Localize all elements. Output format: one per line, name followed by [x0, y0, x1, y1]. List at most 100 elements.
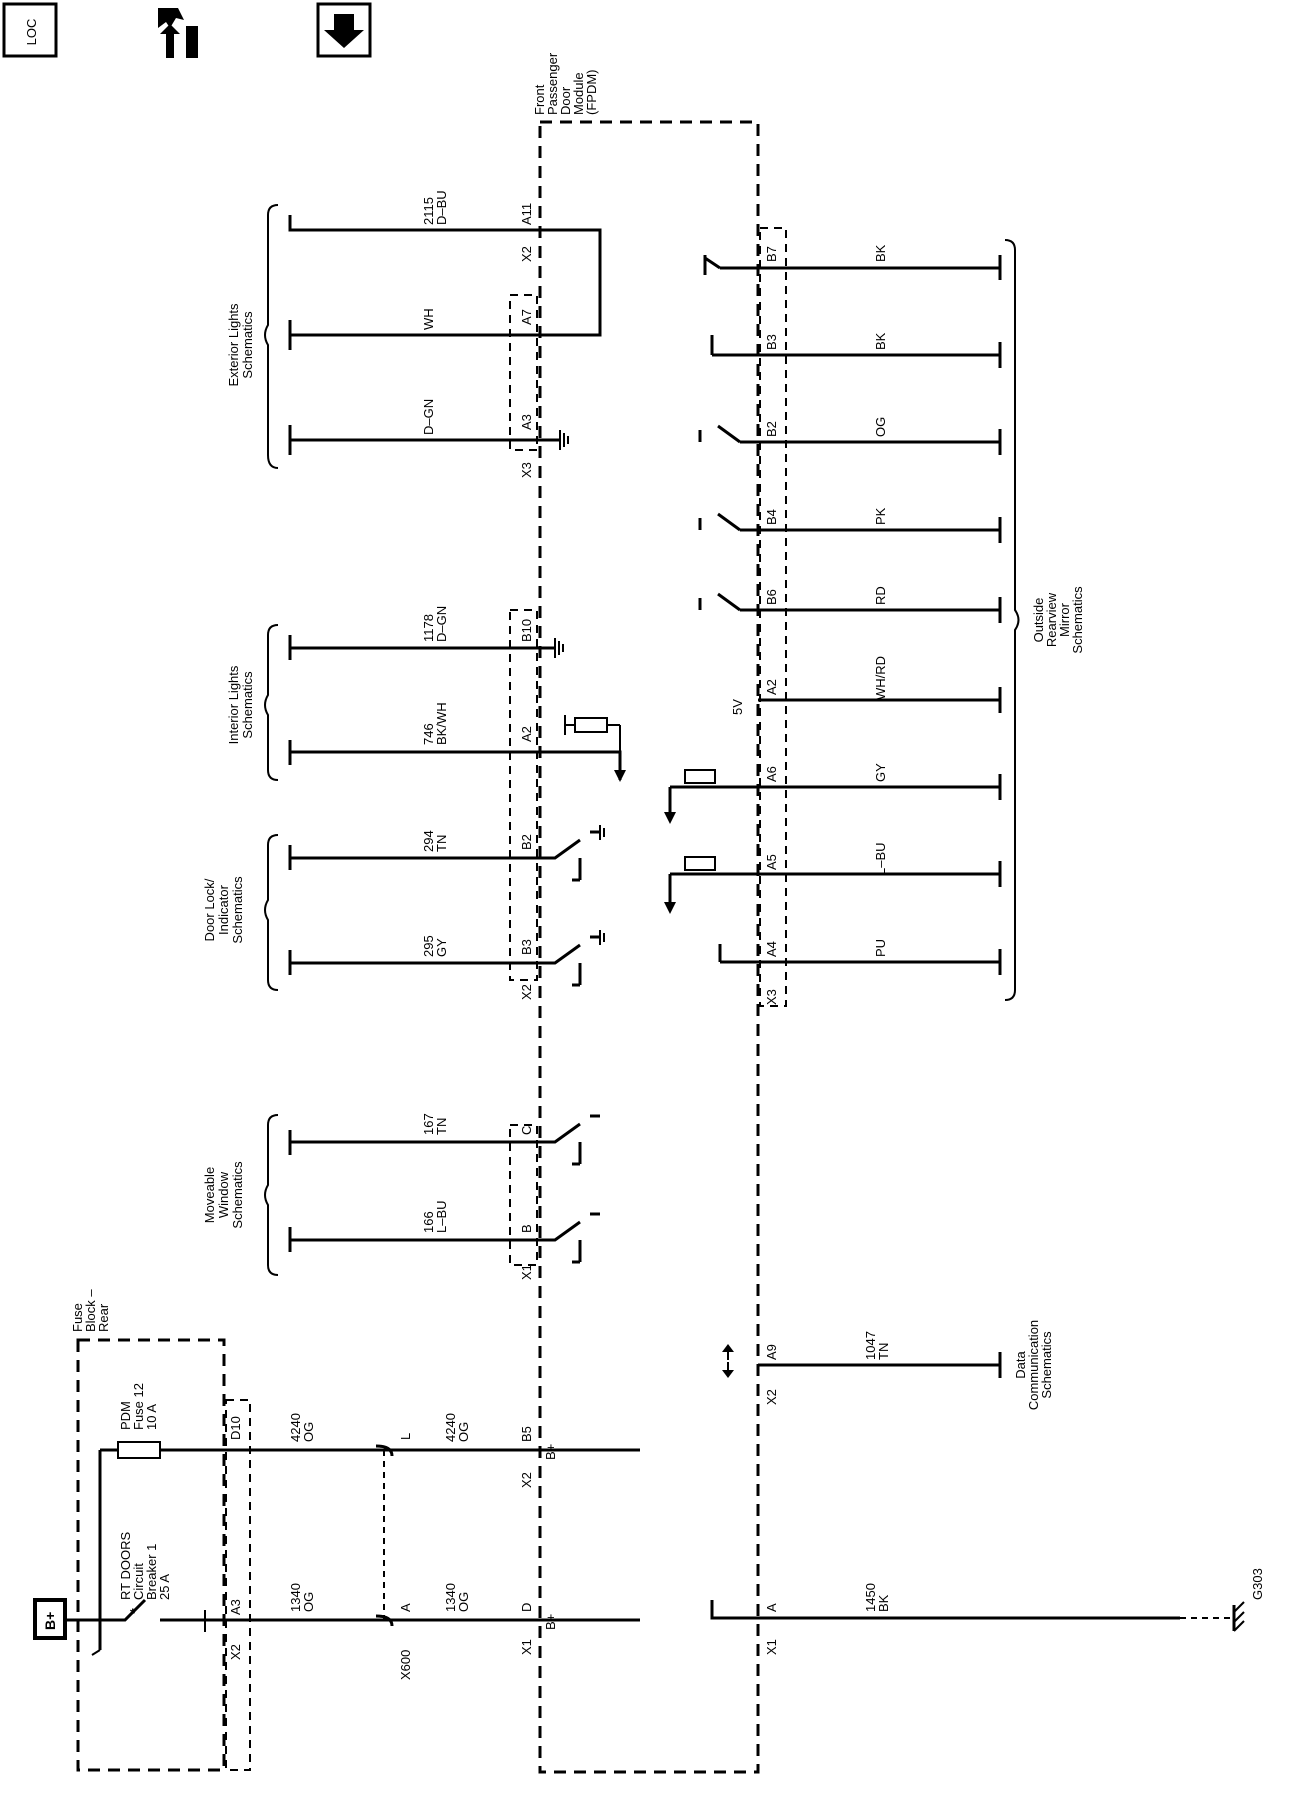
battery-terminal: B+	[33, 1598, 67, 1640]
wire-b6	[698, 592, 1002, 623]
wire-a5	[668, 861, 1002, 910]
connector-box-c-b	[509, 1124, 538, 1266]
circuit-4240-a: 4240	[288, 1413, 303, 1442]
pin-a5: A5	[764, 854, 779, 870]
connector-x2-fuse: X2	[228, 1644, 243, 1660]
breaker-star: *	[130, 1605, 136, 1621]
color-wh: WH	[421, 308, 436, 330]
pin-a11: A11	[519, 203, 534, 225]
svg-text:Schematics: Schematics	[230, 1161, 245, 1229]
svg-text:Moveable: Moveable	[202, 1167, 217, 1223]
svg-text:Module: Module	[571, 72, 586, 115]
circuit-295: 295	[421, 935, 436, 957]
fuse-block-label: Fuse Block – Rear	[70, 1289, 111, 1332]
circuit-294: 294	[421, 830, 436, 852]
svg-text:RT DOORS: RT DOORS	[118, 1532, 133, 1600]
svg-text:B+: B+	[42, 1612, 58, 1630]
color-l-bu: L–BU	[873, 842, 888, 875]
circuit-167: 167	[421, 1113, 436, 1135]
svg-text:TN: TN	[876, 1343, 891, 1360]
svg-text:Interior Lights: Interior Lights	[226, 665, 241, 744]
pin-b4: B4	[764, 509, 779, 525]
pin-d: D	[519, 1603, 534, 1612]
fuse-connector-box	[225, 1399, 251, 1771]
svg-text:Schematics: Schematics	[240, 671, 255, 739]
fpdm-module-box	[538, 120, 760, 1774]
circuit-166: 166	[421, 1211, 436, 1233]
supply-b-plus-2: B+	[543, 1614, 558, 1630]
svg-text:10 A: 10 A	[144, 1404, 159, 1430]
svg-text:Door Lock/: Door Lock/	[202, 878, 217, 941]
pin-a3-fuse: A3	[228, 1599, 243, 1615]
door-lock-group-label: Door Lock/ Indicator Schematics	[202, 876, 245, 944]
wire-1178	[288, 635, 555, 660]
svg-text:L–BU: L–BU	[434, 1200, 449, 1233]
svg-text:Schematics: Schematics	[240, 311, 255, 379]
circuit-1047: 1047	[863, 1331, 878, 1360]
wire-b2	[698, 424, 1002, 455]
svg-text:TN: TN	[434, 1118, 449, 1135]
pin-a4: A4	[764, 941, 779, 957]
pin-b7: B7	[764, 246, 779, 262]
pin-a7: A7	[519, 309, 534, 325]
pin-a6: A6	[764, 766, 779, 782]
svg-text:Fuse: Fuse	[70, 1303, 85, 1332]
svg-text:BK/WH: BK/WH	[434, 702, 449, 745]
svg-text:Block –: Block –	[83, 1289, 98, 1332]
connector-x3-right: X3	[764, 989, 779, 1005]
wire-a2	[758, 687, 1002, 713]
window-group-label: Moveable Window Schematics	[202, 1161, 245, 1229]
pin-b2-left: B2	[519, 834, 534, 850]
svg-text:Schematics: Schematics	[1070, 586, 1085, 654]
wire-295	[288, 935, 600, 987]
connector-x2-top: X2	[519, 246, 534, 262]
wire-breaker	[100, 1598, 640, 1622]
down-arrow-icon[interactable]	[316, 2, 372, 58]
svg-text:25 A: 25 A	[157, 1574, 172, 1600]
svg-text:D–GN: D–GN	[434, 606, 449, 642]
fuse-block-box	[76, 1338, 226, 1772]
resistor-pullup	[564, 715, 621, 752]
svg-text:Fuse 12: Fuse 12	[131, 1383, 146, 1430]
circuit-1450: 1450	[863, 1583, 878, 1612]
connector-box-a7-a3	[509, 294, 538, 451]
wire-746	[288, 740, 622, 780]
connector-x1-ground: X1	[764, 1639, 779, 1655]
svg-text:BK: BK	[876, 1594, 891, 1612]
connector-x1-mid: X1	[519, 1264, 534, 1280]
wire-167	[288, 1114, 600, 1166]
svg-text:TN: TN	[434, 835, 449, 852]
bracket-exterior	[264, 204, 279, 469]
wire-2115-loop	[288, 215, 602, 337]
color-bk-1: BK	[873, 244, 888, 262]
location-icon[interactable]: LOC	[2, 2, 58, 58]
circuit-746: 746	[421, 723, 436, 745]
circuit-2115: 2115	[421, 197, 436, 225]
connector-x1-power: X1	[519, 1639, 534, 1655]
mirror-group-label: Outside Rearview Mirror Schematics	[1031, 586, 1085, 654]
pin-b2-right: B2	[764, 421, 779, 437]
connector-box-right	[759, 227, 787, 1007]
bracket-interior	[264, 624, 279, 781]
connector-x2-power: X2	[519, 1472, 534, 1488]
color-pu: PU	[873, 939, 888, 957]
pin-b: B	[519, 1224, 534, 1233]
reference-5v: 5V	[730, 699, 745, 715]
svg-text:Data: Data	[1013, 1351, 1028, 1379]
wire-166	[288, 1212, 600, 1264]
arrow-icon	[664, 812, 676, 914]
svg-text:OG: OG	[301, 1422, 316, 1442]
svg-text:OG: OG	[301, 1592, 316, 1612]
color-og: OG	[873, 417, 888, 437]
pin-b5: B5	[519, 1426, 534, 1442]
breaker-terminals	[91, 1610, 206, 1656]
service-info-icon[interactable]	[158, 8, 198, 58]
pin-d10: D10	[228, 1416, 243, 1440]
exterior-lights-group-label: Exterior Lights Schematics	[226, 303, 255, 387]
svg-text:OG: OG	[456, 1422, 471, 1442]
svg-text:Rear: Rear	[96, 1303, 111, 1332]
pin-a2-right: A2	[764, 679, 779, 695]
wire-1450	[710, 1600, 1180, 1620]
svg-text:Indicator: Indicator	[216, 884, 231, 935]
